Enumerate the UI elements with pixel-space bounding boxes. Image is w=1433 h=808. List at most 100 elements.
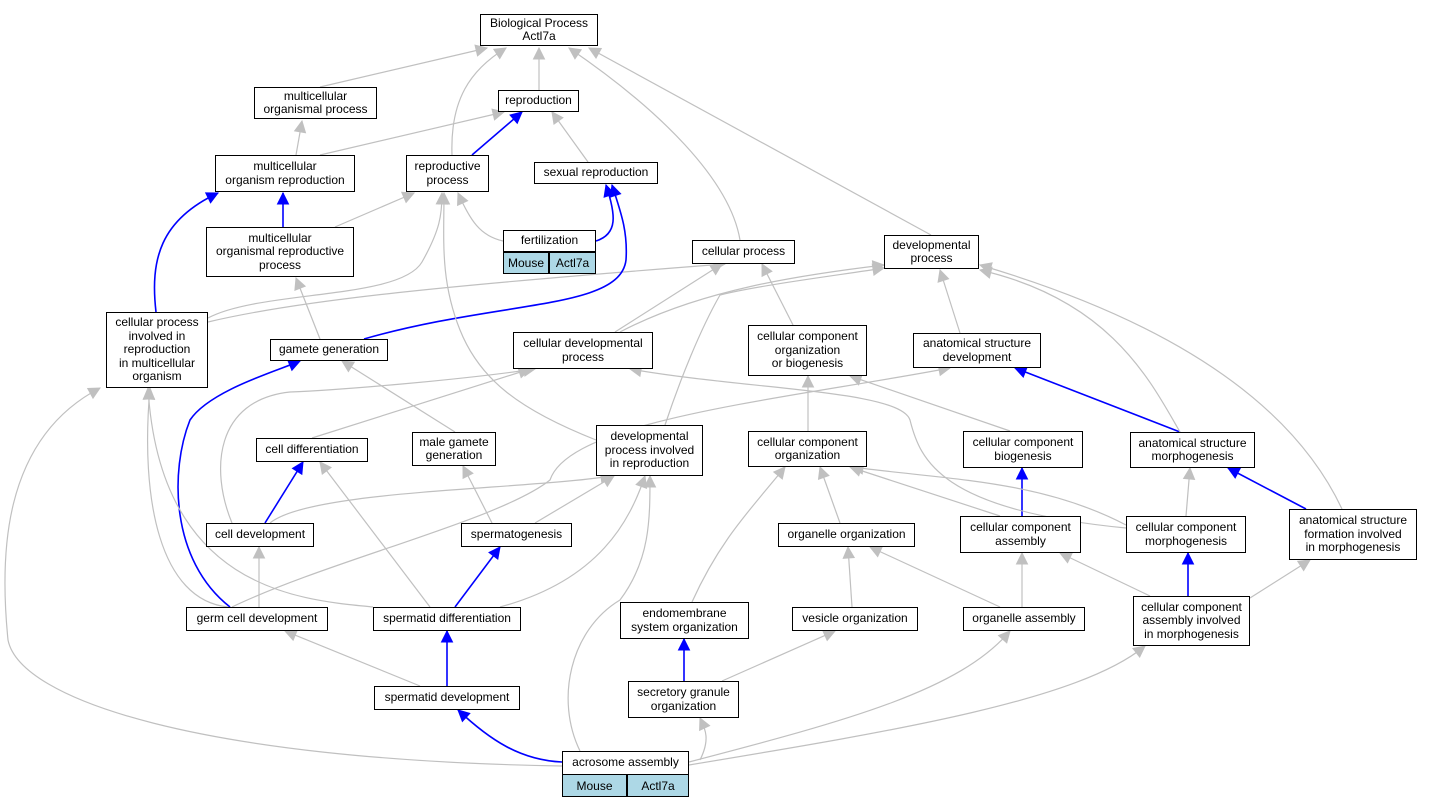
edge-aa-sgo-arrowhead — [699, 716, 711, 732]
edge-eso-cco-arrowhead — [772, 466, 786, 480]
edge-cp-bp-arrowhead — [568, 47, 583, 60]
edge-rp-bp — [451, 47, 507, 156]
node-fert[interactable]: fertilization — [503, 230, 596, 252]
edge-sperm-dpir — [534, 475, 615, 524]
edge-ccm-asm-arrowhead — [1182, 466, 1196, 480]
edge-gcd-gg — [177, 360, 301, 608]
node-vo[interactable]: vesicle organization — [792, 607, 918, 631]
node-morp[interactable]: multicellular organismal reproductive pr… — [206, 227, 354, 277]
edge-mgg-gg — [341, 360, 456, 433]
edge-gcd-gg-arrowhead — [286, 359, 302, 372]
edge-cco-ccob-arrowhead — [801, 374, 815, 388]
edge-devp-bp-arrowhead — [588, 47, 603, 60]
edge-aa-sdev — [457, 709, 563, 763]
node-gg[interactable]: gamete generation — [270, 339, 388, 361]
edge-morp-rp — [334, 192, 415, 228]
edge-asm-asd — [1014, 367, 1181, 433]
edge-sdiff-cd — [319, 461, 431, 608]
edge-sdiff-cd-arrowhead — [319, 461, 332, 475]
edge-cpir-rp — [207, 192, 443, 319]
node-repro[interactable]: reproduction — [498, 90, 579, 112]
edge-ccaim-cca-arrowhead — [1058, 552, 1074, 564]
node-asm[interactable]: anatomical structure morphogenesis — [1130, 432, 1255, 468]
edge-rp-bp-arrowhead — [492, 47, 507, 60]
node-ccaim[interactable]: cellular component assembly involved in … — [1133, 596, 1250, 646]
edge-mgg-gg-arrowhead — [341, 360, 356, 373]
edge-sgo-vo-arrowhead — [821, 629, 837, 642]
edge-mor-mop-arrowhead — [293, 119, 307, 134]
node-sgo[interactable]: secretory granule organization — [628, 681, 739, 718]
edge-ccaim-ccm-arrowhead — [1181, 551, 1195, 565]
node-asd[interactable]: anatomical structure development — [913, 333, 1041, 368]
node-oo[interactable]: organelle organization — [778, 523, 915, 547]
edge-aa-ccaim — [688, 645, 1146, 766]
edge-ccm-cdp — [629, 368, 1127, 529]
node-dpir[interactable]: developmental process involved in reprod… — [596, 425, 703, 476]
node-sdiff[interactable]: spermatid differentiation — [373, 607, 521, 631]
node-mop[interactable]: multicellular organismal process — [254, 87, 377, 119]
edge-sdev-gcd-arrowhead — [283, 629, 299, 642]
edge-morp-rp-arrowhead — [400, 191, 416, 204]
node-sex[interactable]: sexual reproduction — [534, 162, 658, 184]
edge-dpir-rp — [443, 192, 597, 441]
edge-asf-asm-arrowhead — [1227, 467, 1242, 479]
edge-sdiff-dpir — [499, 475, 646, 608]
node-rp[interactable]: reproductive process — [406, 155, 489, 192]
edge-oa-oo — [869, 546, 1001, 608]
edge-cdev-cdp — [219, 368, 536, 524]
edge-cdev-cd-arrowhead — [291, 461, 304, 476]
node-ccb[interactable]: cellular component biogenesis — [963, 431, 1083, 468]
node-cpir[interactable]: cellular process involved in reproductio… — [106, 312, 208, 388]
edge-asm-asd-arrowhead — [1013, 366, 1029, 379]
edge-sdiff-sperm-arrowhead — [488, 546, 501, 560]
edge-ccb-ccob — [849, 375, 1011, 432]
node-ccob[interactable]: cellular component organization or bioge… — [748, 325, 867, 376]
node-gcd[interactable]: germ cell development — [186, 607, 328, 631]
node-cco[interactable]: cellular component organization — [748, 431, 867, 467]
node-devp[interactable]: developmental process — [884, 235, 979, 269]
node-mgg[interactable]: male gamete generation — [412, 432, 496, 466]
node-mor[interactable]: multicellular organism reproduction — [215, 155, 355, 192]
edge-aa-ccaim-arrowhead — [1132, 645, 1146, 659]
edge-asd-devp-arrowhead — [937, 268, 950, 283]
edge-sdiff-cpir-arrowhead — [142, 386, 156, 400]
node-aa[interactable]: acrosome assembly — [562, 751, 689, 775]
node-cca[interactable]: cellular component assembly — [960, 516, 1081, 553]
edge-cdp-devp — [619, 264, 885, 333]
edge-aa-oa-arrowhead — [997, 630, 1011, 644]
node-cdev[interactable]: cell development — [206, 523, 314, 547]
edge-gcd-cpir — [147, 387, 229, 608]
edge-gcd-asd — [231, 367, 951, 608]
edge-sgo-eso-arrowhead — [677, 637, 691, 651]
edge-aa-cpir — [4, 387, 563, 767]
node-asf[interactable]: anatomical structure formation involved … — [1289, 509, 1417, 560]
edge-ccaim-cca — [1059, 552, 1151, 597]
edge-ccm-cco — [851, 466, 1127, 526]
node-cd[interactable]: cell differentiation — [256, 438, 368, 462]
edge-asm-devp — [979, 269, 1181, 433]
node-bp[interactable]: Biological Process Actl7a — [480, 14, 598, 46]
edge-vo-oo-arrowhead — [842, 545, 856, 559]
edge-dpir-devp — [664, 267, 885, 426]
node-cp[interactable]: cellular process — [692, 240, 795, 264]
node-eso[interactable]: endomembrane system organization — [620, 602, 749, 639]
edge-cdev-cd — [264, 461, 304, 524]
node-sperm[interactable]: spermatogenesis — [461, 523, 572, 547]
node-ccm[interactable]: cellular component morphogenesis — [1126, 516, 1246, 553]
edge-gg-sex — [363, 184, 628, 340]
edge-asf-asm — [1227, 467, 1307, 510]
edge-gg-sex-arrowhead — [609, 183, 622, 198]
node-sdev[interactable]: spermatid development — [374, 686, 520, 710]
fertilization-species-tag: Mouse — [503, 252, 549, 274]
edge-sdev-gcd — [284, 630, 421, 687]
edge-eso-cco — [691, 466, 786, 603]
edge-mop-bp — [319, 47, 488, 88]
edge-rp-repro-arrowhead — [509, 111, 523, 125]
node-cdp[interactable]: cellular developmental process — [513, 332, 653, 369]
edge-oo-cco-arrowhead — [817, 465, 830, 480]
acrosome-assembly-gene-tag: Actl7a — [627, 774, 689, 797]
edge-repro-bp-arrowhead — [532, 46, 546, 60]
edge-ccaim-asf — [1249, 559, 1311, 599]
edge-dpir-rp-arrowhead — [437, 191, 451, 205]
node-oa[interactable]: organelle assembly — [963, 607, 1085, 631]
